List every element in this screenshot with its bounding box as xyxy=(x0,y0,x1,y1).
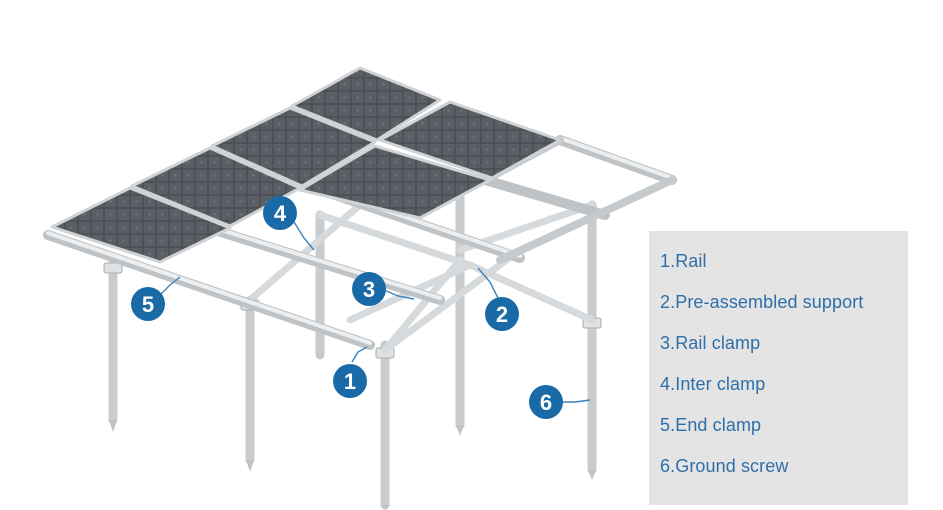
solar-panels xyxy=(50,66,562,264)
panel-1 xyxy=(50,186,232,264)
callout-4-label: 4 xyxy=(274,201,287,226)
ground-screw-tips xyxy=(109,420,596,510)
leader-2 xyxy=(477,267,501,303)
legend-box: 1.Rail 2.Pre-assembled support 3.Rail cl… xyxy=(649,231,908,505)
legend-item-rail: 1.Rail xyxy=(660,251,707,271)
legend-item-inter-clamp: 4.Inter clamp xyxy=(660,374,766,394)
callout-1-label: 1 xyxy=(344,369,356,394)
crossbeam xyxy=(496,176,676,264)
panel-4 xyxy=(290,66,442,142)
leader-1 xyxy=(351,346,368,363)
rail-rear xyxy=(480,175,610,220)
leader-3 xyxy=(383,289,415,300)
panel-5 xyxy=(298,144,492,220)
legend-item-rail-clamp: 3.Rail clamp xyxy=(660,333,761,353)
callout-5-label: 5 xyxy=(142,292,154,317)
legend-item-ground-screw: 6.Ground screw xyxy=(660,456,789,476)
legend-item-end-clamp: 5.End clamp xyxy=(660,415,762,435)
panel-6 xyxy=(378,100,562,180)
panel-2 xyxy=(130,146,302,228)
leader-6 xyxy=(560,399,591,403)
callout-6: 6 xyxy=(529,385,563,419)
legend-item-pre-assembled-support: 2.Pre-assembled support xyxy=(660,292,864,312)
panel-3 xyxy=(210,106,377,188)
callout-4: 4 xyxy=(263,196,297,230)
leader-5 xyxy=(159,276,181,296)
leader-4 xyxy=(293,221,315,251)
leader-lines xyxy=(159,221,591,403)
callout-2-label: 2 xyxy=(496,302,508,327)
callout-1: 1 xyxy=(333,364,367,398)
callouts: 1 2 3 4 5 6 xyxy=(131,196,563,419)
callout-3-label: 3 xyxy=(363,277,375,302)
callout-2: 2 xyxy=(485,297,519,331)
callout-6-label: 6 xyxy=(540,390,552,415)
callout-3: 3 xyxy=(352,272,386,306)
callout-5: 5 xyxy=(131,287,165,321)
